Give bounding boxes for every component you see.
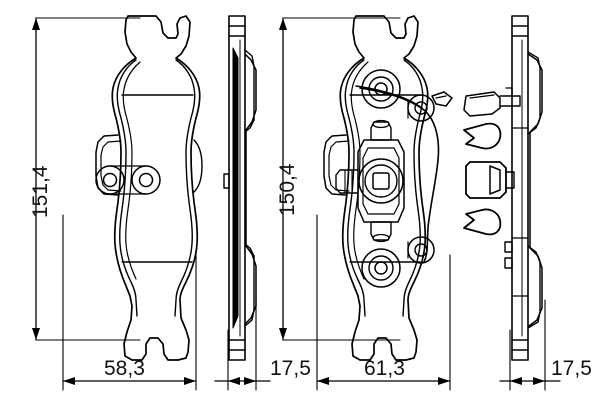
dimension-thickness-left [214, 299, 271, 391]
view-right-side-profile [463, 15, 543, 361]
dimension-label-width-left: 58,3 [104, 357, 145, 380]
dimension-width-left [62, 214, 197, 391]
dimension-label-height-right: 150,4 [276, 163, 299, 216]
dimension-label-height-left: 151,4 [29, 165, 52, 218]
dimension-label-thickness-left: 17,5 [270, 357, 311, 380]
dimension-thickness-right [499, 299, 561, 391]
rivet-hole-right [131, 165, 161, 195]
dimension-width-right [316, 214, 451, 391]
spring-hook-upper [463, 122, 502, 150]
view-left-side-profile [223, 15, 257, 361]
dimension-height-left [32, 17, 141, 341]
retaining-clip-hook [431, 91, 453, 107]
dimension-label-width-right: 61,3 [364, 357, 405, 380]
dimension-height-right [279, 17, 401, 341]
view-front-backing-plate [95, 15, 203, 361]
side-wedge-block [465, 161, 515, 199]
view-front-with-hardware [323, 15, 453, 361]
central-shim-block [335, 119, 405, 243]
dimension-label-thickness-right: 17,5 [551, 357, 592, 380]
clip-pivot-lower [407, 236, 435, 264]
clip-pivot-upper [407, 94, 435, 122]
spring-hook-lower [463, 208, 502, 236]
side-clip-upper [463, 87, 521, 117]
rivet-hole-lower [361, 248, 401, 288]
